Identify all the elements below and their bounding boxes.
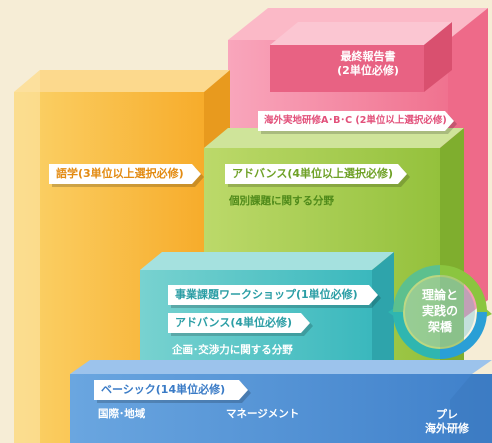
advanced-mid-tag: アドバンス(4単位必修) (168, 313, 310, 333)
advanced-top-tag: アドバンス(4単位以上選択必修) (225, 164, 407, 184)
language-tag: 語学(3単位以上選択必修) (49, 164, 201, 184)
workshop-tag: 事業課題ワークショップ(1単位必修) (168, 285, 378, 305)
blue-block (70, 360, 492, 443)
overseas-training-tag: 海外実地研修A･B･C (2単位以上選択必修) (258, 111, 454, 131)
cycle-ring (388, 265, 492, 359)
cycle-line2: 実践の (421, 304, 458, 318)
cycle-line3: 架橋 (427, 320, 452, 334)
cycle-line1: 理論と (421, 288, 458, 302)
final-report-line2: (2単位必修) (337, 64, 399, 77)
pre-training-line1: プレ (436, 408, 458, 421)
final-report-line1: 最終報告書 (340, 50, 396, 63)
advanced-top-subtitle: 個別課題に関する分野 (229, 195, 334, 207)
basic-sub-right: マネージメント (226, 408, 300, 420)
advanced-mid-subtitle: 企画･交渉力に関する分野 (172, 344, 293, 356)
basic-tag: ベーシック(14単位必修) (94, 380, 248, 400)
pre-training-label: プレ 海外研修 (412, 408, 482, 436)
cycle-label: 理論と 実践の 架橋 (408, 287, 472, 335)
basic-sub-left: 国際･地域 (98, 408, 146, 420)
final-report-title: 最終報告書 (2単位必修) (312, 50, 424, 78)
pre-training-line2: 海外研修 (425, 422, 469, 435)
